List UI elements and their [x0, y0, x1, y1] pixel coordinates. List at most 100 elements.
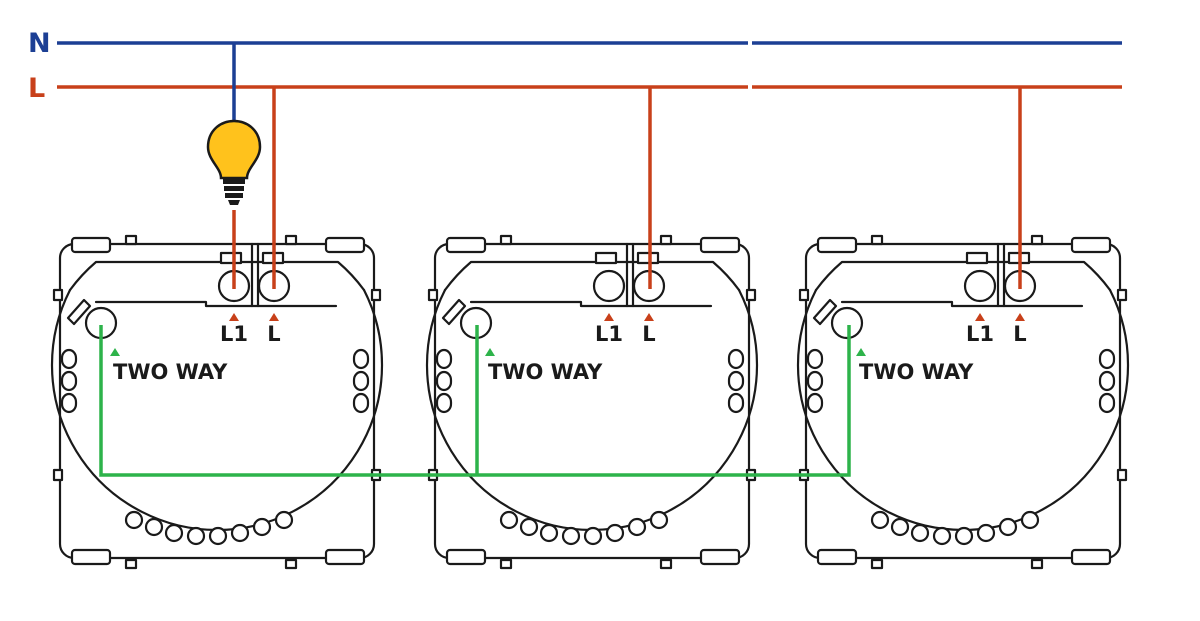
bottom-rib: [1020, 510, 1040, 530]
terminal-l-marker: [269, 313, 279, 321]
frame-tab: [445, 548, 487, 566]
terminal-clamp: [636, 251, 660, 265]
side-rib: [435, 348, 453, 370]
bottom-rib: [932, 526, 952, 546]
terminal-two-way-screw: [830, 306, 864, 340]
terminal-clamp: [965, 251, 989, 265]
terminal-clamp: [66, 298, 92, 326]
terminal-rail: [469, 300, 713, 308]
bottom-rib: [186, 526, 206, 546]
frame-tab: [70, 548, 112, 566]
frame-notch: [370, 288, 382, 302]
side-rib: [727, 392, 745, 414]
side-rib: [60, 348, 78, 370]
bottom-rib: [124, 510, 144, 530]
bottom-rib: [605, 523, 625, 543]
terminal-l1-marker: [975, 313, 985, 321]
frame-tab: [324, 548, 366, 566]
terminal-l1-marker: [229, 313, 239, 321]
bottom-rib: [208, 526, 228, 546]
frame-notch: [499, 558, 513, 570]
side-rib: [352, 370, 370, 392]
terminal-l1-label: L1: [220, 322, 248, 346]
light-bulb-icon: [206, 119, 262, 205]
bottom-rib: [144, 517, 164, 537]
bottom-rib: [627, 517, 647, 537]
frame-notch: [745, 288, 757, 302]
frame-notch: [52, 468, 64, 482]
frame-notch: [427, 288, 439, 302]
two-way-marker: [856, 348, 866, 356]
terminal-clamp: [441, 298, 467, 326]
terminal-clamp: [219, 251, 243, 265]
mechanism-body-top: [814, 260, 1112, 292]
switch-frame: [58, 242, 376, 560]
mechanism-body-top: [68, 260, 366, 292]
bottom-rib: [164, 523, 184, 543]
side-rib: [806, 348, 824, 370]
terminal-rail: [840, 300, 1084, 308]
terminal-l1-label: L1: [966, 322, 994, 346]
live-bus-label: L: [28, 73, 45, 104]
side-rib: [1098, 370, 1116, 392]
frame-notch: [1030, 234, 1044, 246]
frame-notch: [659, 558, 673, 570]
frame-notch: [499, 234, 513, 246]
frame-notch: [1116, 468, 1128, 482]
bottom-rib: [890, 517, 910, 537]
two-way-label: TWO WAY: [113, 360, 228, 384]
bottom-rib: [499, 510, 519, 530]
bottom-rib: [976, 523, 996, 543]
mechanism-body-top: [443, 260, 741, 292]
two-way-link-wire: [99, 325, 851, 477]
side-rib: [806, 392, 824, 414]
side-rib: [352, 392, 370, 414]
frame-notch: [284, 558, 298, 570]
bottom-rib: [230, 523, 250, 543]
terminal-l-marker: [1015, 313, 1025, 321]
terminal-l-marker: [644, 313, 654, 321]
terminal-clamp: [594, 251, 618, 265]
bottom-rib: [910, 523, 930, 543]
side-rib: [60, 370, 78, 392]
bottom-rib: [561, 526, 581, 546]
frame-notch: [1030, 558, 1044, 570]
terminal-l1-screw: [592, 269, 626, 303]
bottom-rib: [870, 510, 890, 530]
bottom-rib: [583, 526, 603, 546]
side-rib: [435, 370, 453, 392]
frame-notch: [124, 558, 138, 570]
frame-notch: [798, 288, 810, 302]
two-way-marker: [485, 348, 495, 356]
terminal-l1-label: L1: [595, 322, 623, 346]
terminal-l-label: L: [267, 322, 280, 346]
side-rib: [806, 370, 824, 392]
terminal-l1-marker: [604, 313, 614, 321]
bottom-rib: [274, 510, 294, 530]
frame-tab: [699, 548, 741, 566]
frame-tab: [816, 548, 858, 566]
terminal-l1-screw: [963, 269, 997, 303]
frame-notch: [52, 288, 64, 302]
bulb-glass: [206, 119, 262, 180]
bottom-rib: [519, 517, 539, 537]
bottom-rib: [649, 510, 669, 530]
frame-tab: [324, 236, 366, 254]
frame-notch: [870, 558, 884, 570]
frame-tab: [1070, 548, 1112, 566]
bottom-rib: [998, 517, 1018, 537]
two-way-marker: [110, 348, 120, 356]
frame-tab: [699, 236, 741, 254]
side-rib: [352, 348, 370, 370]
frame-tab: [816, 236, 858, 254]
two-way-label: TWO WAY: [488, 360, 603, 384]
frame-notch: [659, 234, 673, 246]
frame-tab: [70, 236, 112, 254]
side-rib: [727, 348, 745, 370]
frame-notch: [124, 234, 138, 246]
frame-tab: [445, 236, 487, 254]
terminal-l-label: L: [1013, 322, 1026, 346]
side-rib: [60, 392, 78, 414]
bottom-rib: [252, 517, 272, 537]
